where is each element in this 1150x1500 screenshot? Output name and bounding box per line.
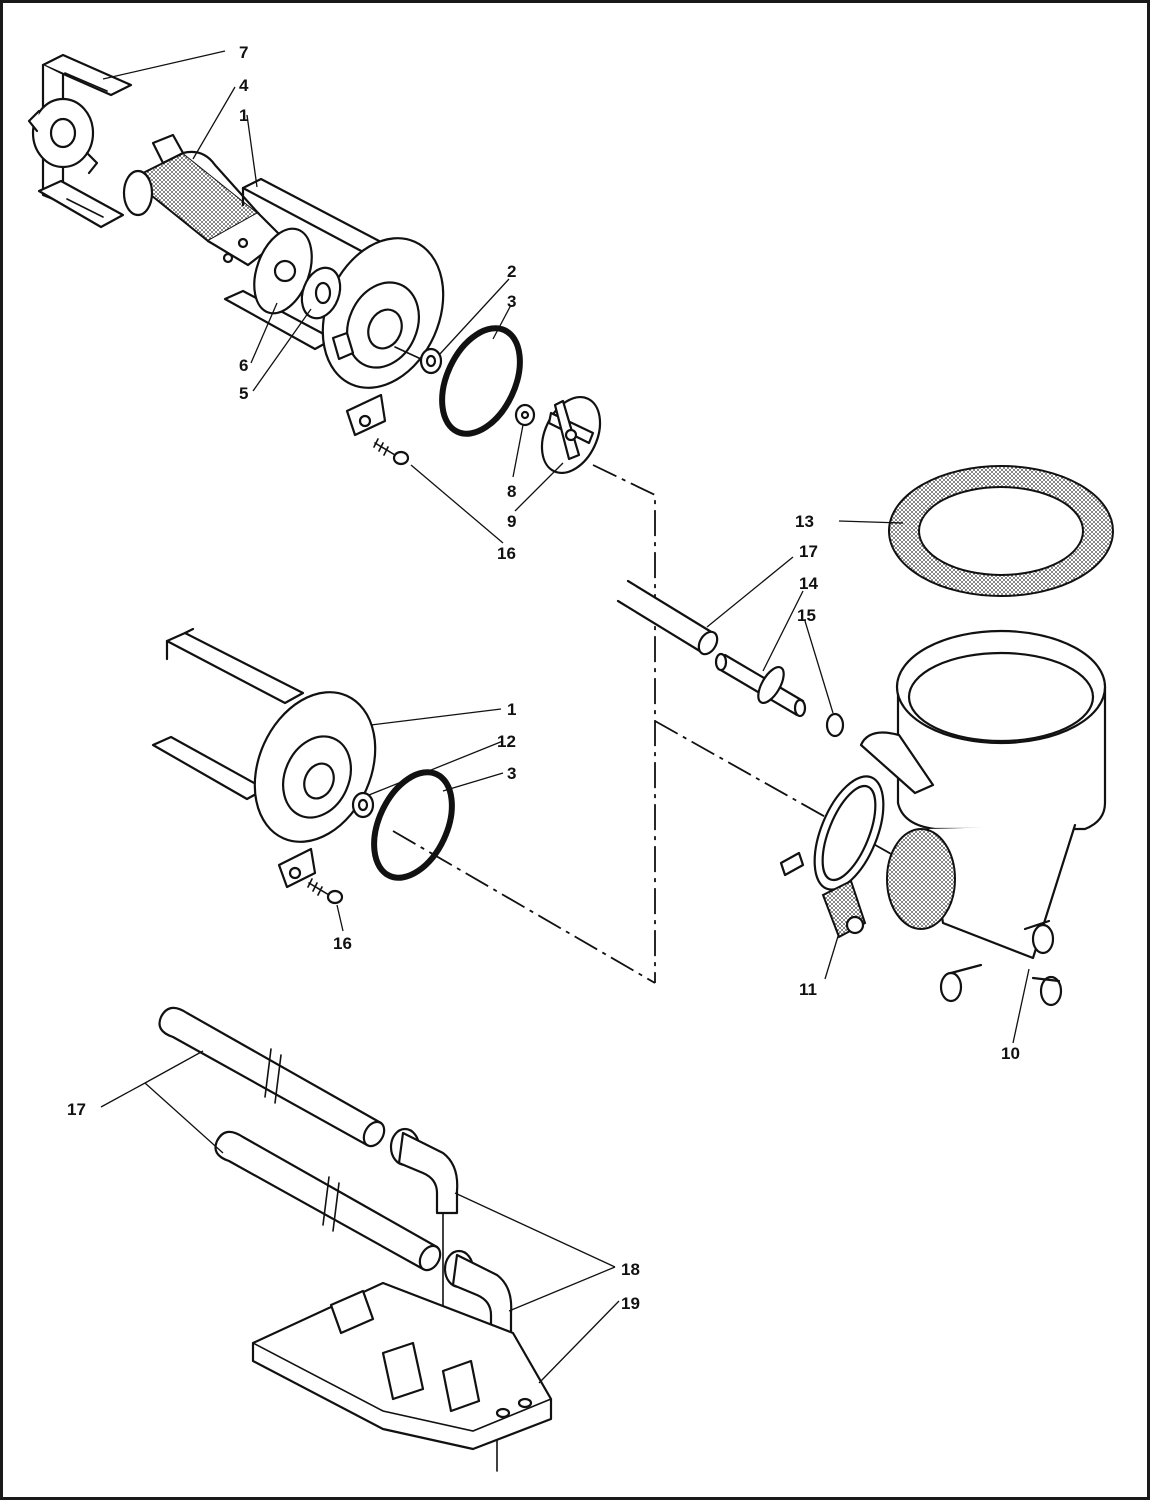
callout-12: 12 [497, 732, 516, 751]
callout-15: 15 [797, 606, 816, 625]
callout-11: 11 [799, 980, 817, 999]
pump-bowl [859, 629, 1107, 1007]
elbow-fitting-lower [443, 1249, 513, 1472]
hose-short [616, 579, 719, 656]
mounting-bracket [27, 53, 133, 229]
callout-17-bottom: 17 [67, 1100, 86, 1119]
callout-18: 18 [621, 1260, 640, 1279]
callout-10: 10 [1001, 1044, 1020, 1063]
callout-17: 17 [799, 542, 818, 561]
callout-4: 4 [239, 76, 249, 95]
hose-clamp [779, 775, 885, 939]
callout-1: 1 [239, 106, 248, 125]
callout-3-middle: 3 [507, 764, 516, 783]
callout-1-middle: 1 [507, 700, 516, 719]
impeller-nut [514, 403, 536, 427]
pump-housing-middle [151, 627, 377, 889]
callout-5: 5 [239, 384, 248, 403]
seal-plate [253, 227, 313, 315]
shaft-seal [394, 346, 443, 375]
flange-gasket [887, 465, 1115, 597]
screw-top [373, 438, 410, 466]
seal-12 [351, 791, 375, 819]
hose-long-lower [214, 1130, 442, 1272]
base-plate [251, 1281, 553, 1451]
hose-fitting [714, 652, 807, 718]
callout-7: 7 [239, 43, 248, 62]
callout-2: 2 [507, 262, 516, 281]
motor [122, 133, 285, 267]
callout-9: 9 [507, 512, 516, 531]
callout-16: 16 [497, 544, 516, 563]
callout-16-middle: 16 [333, 934, 352, 953]
callout-3: 3 [507, 292, 516, 311]
leader-lines [100, 50, 1030, 1384]
callout-14: 14 [799, 574, 818, 593]
callout-labels: 7 4 1 2 3 6 5 8 9 16 13 17 14 15 1 12 3 … [67, 43, 1020, 1313]
diagram-canvas: 7 4 1 2 3 6 5 8 9 16 13 17 14 15 1 12 3 … [27, 43, 1115, 1472]
pump-housing-top [223, 177, 445, 437]
o-ring-middle [371, 769, 455, 881]
screw-bottom [307, 878, 344, 905]
assembly-axes [392, 464, 894, 984]
callout-6: 6 [239, 356, 248, 375]
impeller [540, 396, 602, 474]
hose-long-upper [158, 1006, 386, 1148]
o-ring-top [439, 325, 523, 437]
callout-13: 13 [795, 512, 814, 531]
callout-8: 8 [507, 482, 516, 501]
callout-19: 19 [621, 1294, 640, 1313]
bearing-washer [300, 266, 342, 320]
o-ring-small [825, 712, 845, 738]
